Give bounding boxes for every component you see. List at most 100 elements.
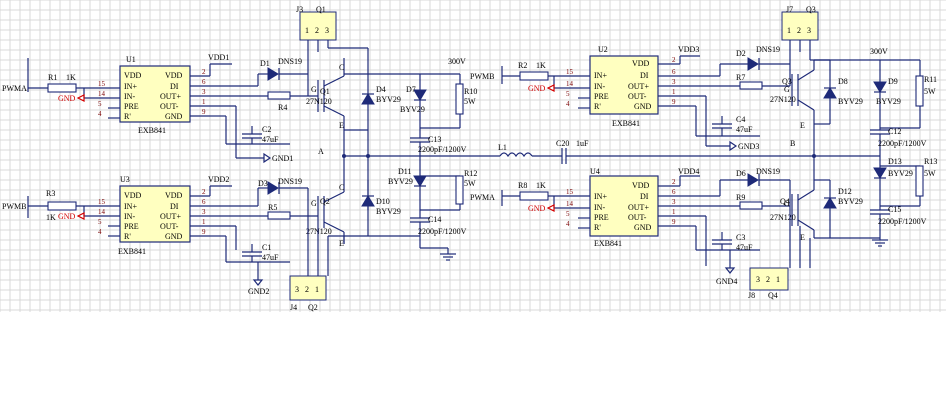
d4-ref: D4 [376,85,386,94]
d12-clamp: D12 BYV29 [814,179,863,238]
u1-output-network: VDD1 D1 DNS19 R4 C2 47uF GND1 [208,53,318,164]
c13-value: 2200pF/1200V [418,145,467,154]
d10-clamp: D10 BYV29 [361,180,401,236]
u4-pin-inn: IN- [594,203,605,212]
q4-g: G [784,199,790,208]
c2-value: 47uF [262,135,279,144]
d1-ref: D1 [260,59,270,68]
r11-ref: R11 [924,75,937,84]
u3-pin-vdd-r: VDD [165,191,183,200]
q4-e: E [800,233,805,242]
q2-value: 27N120 [306,227,332,236]
c3-ref: C3 [736,233,745,242]
u2-pin-outp: OUT+ [628,82,649,91]
q2-g: G [311,199,317,208]
pwma-right-label: PWMA [470,193,495,202]
q4-value: 27N120 [770,213,796,222]
vdd2-label: VDD2 [208,175,229,184]
u2-n9: 9 [672,98,676,106]
pwma-label: PWMA [2,84,27,93]
u1-pin-outn: OUT- [160,102,179,111]
q1-igbt: Q1 27N120 G C E [306,58,460,180]
j4-ref: J4 [290,303,297,312]
d8-ref: D8 [838,77,848,86]
r11-value: 5W [924,87,936,96]
q2-ref: Q2 [320,197,330,206]
c13-ref: C13 [428,135,441,144]
j8-ref: J8 [748,291,755,300]
d5-clamp: D4 BYV29 [344,74,401,131]
r13-ref: R13 [924,157,937,166]
node-a: A L1 C20 1uF [318,130,810,210]
j3-p3: 3 [325,26,329,35]
vdd4-label: VDD4 [678,167,699,176]
hv-right-label: 300V [870,47,888,56]
pwmb-left-label: PWMB [2,202,26,211]
u3-n6: 6 [202,198,206,206]
u4-pin-pre: PRE [594,213,609,222]
u1-pin-vdd-r: VDD [165,71,183,80]
c2-ref: C2 [262,125,271,134]
u4-n15: 15 [566,188,574,196]
r1-ref: R1 [48,73,57,82]
u4-pin-outp: OUT+ [628,203,649,212]
d3-ref: D3 [258,179,268,188]
u3-pin-outn: OUT- [160,222,179,231]
u4-part: EXB841 [594,239,622,248]
u2-pin-inp: IN+ [594,71,607,80]
c12-ref: C12 [888,127,901,136]
d2-value: DNS19 [756,45,780,54]
q2-e: E [339,239,344,248]
u2-n4: 4 [566,100,570,108]
u4-pin-outn: OUT- [628,213,647,222]
gnd-label-u2: GND [528,84,546,93]
r3-value: 1K [46,213,56,222]
u1-pin-vdd: VDD [124,71,142,80]
r7-ref: R7 [736,73,745,82]
j3-ref: J3 [296,5,303,14]
c14-ref: C14 [428,215,441,224]
node-b-label: B [790,139,795,148]
u1-n2: 2 [202,68,206,76]
u2-pin-pre: PRE [594,92,609,101]
j4-header: 3 2 1 J4 Q2 [289,275,327,312]
u3-n4: 4 [98,228,102,236]
u4-pin-inp: IN+ [594,192,607,201]
c20-ref: C20 [556,139,569,148]
u2-n6: 6 [672,68,676,76]
u2-pin-gnd: GND [634,102,652,111]
r8-ref: R8 [518,181,527,190]
gnd-label-u4: GND [528,204,546,213]
right-snubber-column: 300V D9 BYV29 R11 5W C12 2200pF/1200V [870,47,937,166]
d6-value: DNS19 [756,167,780,176]
u3-pin-vdd: VDD [124,191,142,200]
d10-value: BYV29 [376,207,401,216]
input-pwma-bottom-right: PWMA R8 1K GND [470,181,590,213]
u1-n1: 1 [202,98,206,106]
u1-n6: 6 [202,78,206,86]
u1-pin-di: DI [170,82,179,91]
c4-ref: C4 [736,115,745,124]
gnd-label-u1: GND [58,94,76,103]
q2-igbt: Q2 27N120 G C E [306,180,420,276]
d3-value: DNS19 [278,177,302,186]
j4-q2: Q2 [308,303,318,312]
c12-value: 2200pF/1200V [878,139,927,148]
q1-g: G [311,85,317,94]
vdd3-label: VDD3 [678,45,699,54]
r13-value: 5W [924,169,936,178]
q3-igbt: Q3 27N120 G E [770,59,920,180]
d8-clamp: D8 BYV29 [814,60,863,125]
u3-exb841: U3 VDD IN+ IN- PRE R' VDD DI OUT+ OUT- G… [98,175,210,256]
u3-ref: U3 [120,175,130,184]
r12-value: 5W [464,179,476,188]
j8-p1: 1 [776,275,780,284]
d11-ref: D11 [398,167,411,176]
r5-ref: R5 [268,203,277,212]
j3-p2: 2 [315,26,319,35]
gnd4-label: GND4 [716,277,737,286]
r1-value: 1K [66,73,76,82]
d11-value: BYV29 [388,177,413,186]
u2-pin-rc: R' [594,102,601,111]
